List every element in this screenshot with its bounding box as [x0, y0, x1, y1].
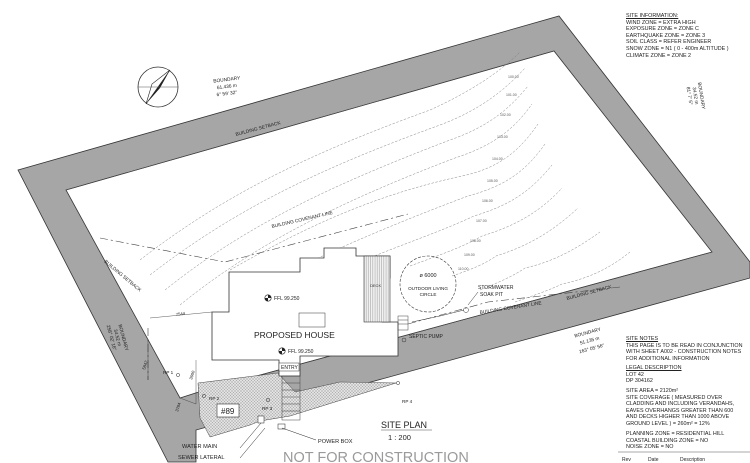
deck — [363, 255, 391, 323]
contour-label: 103.00 — [497, 135, 508, 139]
septic-pump-icon — [401, 337, 407, 343]
contour-lines — [139, 51, 631, 306]
legal-description-heading: LEGAL DESCRIPTION — [626, 365, 682, 371]
contour-label: 110.00 — [458, 267, 468, 271]
contour-label: 105.00 — [487, 179, 498, 183]
boundary-right-bearing: 81° 7' 5" — [685, 87, 694, 106]
revision-description-header: Description — [680, 457, 705, 463]
revision-date-header: Date — [648, 457, 659, 463]
contour-label: 107.00 — [476, 219, 487, 223]
site-info-line: CLIMATE ZONE = ZONE 2 — [626, 52, 692, 59]
deck-label: DECK — [370, 283, 381, 288]
contour-labels: 100.00 101.00 102.00 103.00 104.00 105.0… — [458, 75, 519, 271]
not-for-construction-stamp: NOT FOR CONSTRUCTION — [283, 450, 469, 463]
site-info-line: SNOW ZONE = N1 ( 0 - 400m ALTITUDE ) — [626, 45, 729, 52]
outdoor-circle-label-1: OUTDOOR LIVING — [408, 286, 448, 291]
site-information-heading: SITE INFORMATION: — [626, 13, 679, 19]
sewer-lateral-label: SEWER LATERAL — [178, 455, 225, 461]
zoning-line: NOISE ZONE = NO — [626, 444, 674, 451]
legal-description-block: LEGAL DESCRIPTION LOT 42 DP 304162 — [626, 365, 682, 385]
contour-label: 100.00 — [508, 75, 519, 79]
boundary-right-label: BOUNDARY — [696, 82, 706, 110]
boundary-bottom-length: 51.135 m — [579, 336, 600, 347]
contour-label: 104.00 — [492, 157, 503, 161]
rp-marker-icon — [176, 373, 400, 402]
contour-label: 106.00 — [482, 199, 493, 203]
site-info-line: EXPOSURE ZONE = ZONE C — [626, 26, 699, 33]
rp-label: RP 1 — [163, 370, 174, 375]
revision-rev-header: Rev — [622, 457, 631, 463]
legal-line: LOT 42 — [626, 371, 644, 378]
site-coverage-line: SITE COVERAGE ( MEASURED OVER — [626, 394, 723, 401]
site-coverage-block: SITE AREA = 2120m² SITE COVERAGE ( MEASU… — [626, 388, 734, 428]
rp-label: RP 4 — [402, 399, 413, 404]
site-coverage-line: SITE AREA = 2120m² — [626, 388, 678, 394]
stormwater-label-1: STORMWATER — [478, 285, 514, 291]
legal-line: DP 304162 — [626, 378, 653, 385]
site-notes-line: FOR ADDITIONAL INFORMATION — [626, 355, 710, 362]
rp-label: RP 2 — [209, 396, 220, 401]
contour-label: 102.00 — [500, 113, 511, 117]
site-notes-heading: SITE NOTES — [626, 336, 659, 342]
ffl-upper-label: FFL 99.250 — [274, 296, 300, 302]
outdoor-living-circle — [399, 255, 457, 313]
boundary-left-length: 34.52 m — [112, 329, 122, 347]
north-arrow-icon — [137, 66, 179, 108]
entry-label: ENTRY — [281, 365, 299, 371]
dimension-label: 3600 — [188, 369, 196, 380]
dimension-lines — [147, 311, 213, 405]
site-coverage-line: EAVES OVERHANGS GREATER THAN 600 — [626, 407, 734, 414]
zoning-line: COASTAL BUILDING ZONE = NO — [626, 437, 709, 444]
entry-stairs — [281, 315, 409, 421]
power-box-label: POWER BOX — [318, 439, 353, 445]
level-marker-icon — [264, 294, 286, 355]
zoning-block: PLANNING ZONE = RESIDENTIAL HILL COASTAL… — [626, 431, 724, 451]
septic-pump-label: SEPTIC PUMP — [409, 334, 444, 340]
boundary-top-bearing: 6° 59' 32" — [216, 90, 237, 98]
house-number-sign: #89 — [221, 407, 235, 416]
boundary-top-label: BOUNDARY — [213, 75, 241, 84]
stormwater-label-2: SOAK PIT — [480, 292, 503, 298]
dimension-label: 3784 — [174, 401, 182, 412]
zoning-line: PLANNING ZONE = RESIDENTIAL HILL — [626, 431, 725, 437]
stormwater-soak-pit-icon — [411, 291, 479, 323]
site-information-block: SITE INFORMATION: WIND ZONE = EXTRA HIGH… — [626, 13, 729, 59]
dimension-label: 7544 — [175, 311, 186, 317]
contour-label: 101.00 — [506, 93, 517, 97]
water-main-label: WATER MAIN — [182, 444, 217, 450]
site-notes-block: SITE NOTES THIS PAGE IS TO BE READ IN CO… — [626, 336, 743, 362]
dimension-label: 5847 — [141, 359, 149, 370]
boundary-top-length: 61.436 m — [217, 83, 238, 91]
contour-label: 109.00 — [464, 253, 475, 257]
site-coverage-line: CLADDING AND INCLUDING VERANDAHS, — [626, 401, 735, 408]
site-notes-line: WITH SHEET A002 - CONSTRUCTION NOTES — [626, 349, 742, 356]
service-markers — [239, 415, 317, 459]
site-info-line: WIND ZONE = EXTRA HIGH — [626, 19, 696, 26]
drawing-title: SITE PLAN — [381, 420, 427, 430]
rp-label: RP 3 — [262, 406, 273, 411]
covenant-line-top: BUILDING COVENANT LINE — [271, 210, 333, 230]
building-setback-line — [65, 50, 713, 399]
site-info-line: EARTHQUAKE ZONE = ZONE 3 — [626, 32, 706, 39]
boundary-right-length: 34.52 m — [691, 87, 700, 105]
drawing-scale: 1 : 200 — [388, 433, 411, 442]
driveway-area — [197, 372, 397, 438]
proposed-house-label: PROPOSED HOUSE — [254, 330, 335, 340]
site-coverage-line: GROUND LEVEL ) = 260m² = 12% — [626, 420, 710, 427]
contour-label: 108.00 — [470, 239, 481, 243]
site-coverage-line: AND DECKS HIGHER THAN 1000 ABOVE — [626, 414, 730, 421]
site-notes-line: THIS PAGE IS TO BE READ IN CONJUNCTION — [626, 342, 743, 349]
outdoor-circle-label-2: CIRCLE — [420, 292, 437, 297]
ffl-lower-label: FFL 99.250 — [288, 349, 314, 355]
outdoor-circle-diameter: ø 6000 — [419, 273, 436, 279]
site-info-line: SOIL CLASS = REFER ENGINEER — [626, 39, 712, 46]
